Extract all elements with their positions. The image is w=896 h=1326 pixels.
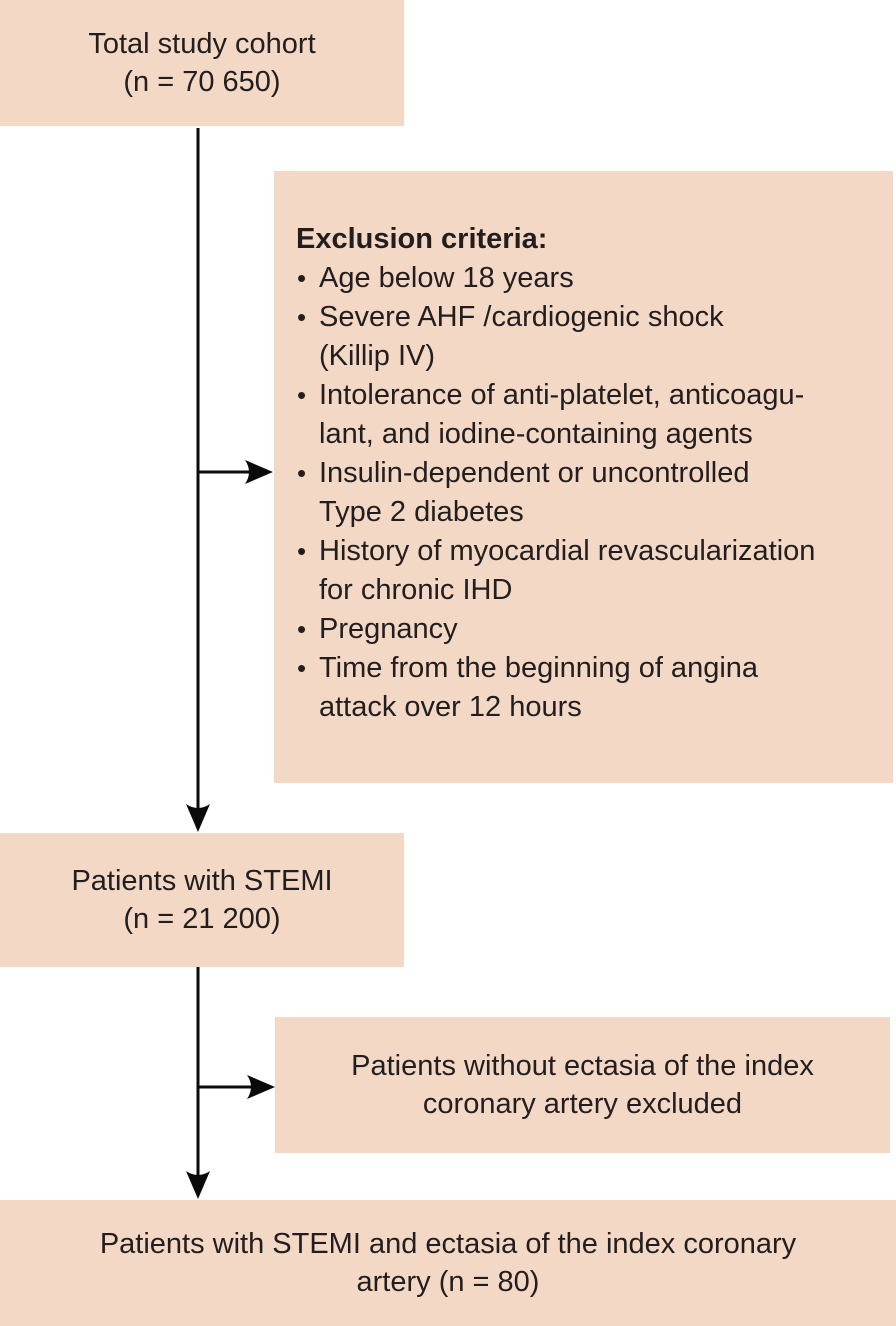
exclusion-item-revascularization: History of myocardial revascularization … — [296, 532, 875, 610]
connector-branch-excluded — [197, 1075, 275, 1099]
exclusion-criteria-list: Age below 18 years Severe AHF /cardiogen… — [296, 259, 875, 727]
connector-branch-exclusion — [197, 460, 273, 484]
arrowhead-right-icon — [247, 1075, 275, 1099]
connector-total-to-stemi — [186, 128, 210, 832]
connector-stemi-to-final — [186, 967, 210, 1199]
exclusion-item-pregnancy: Pregnancy — [296, 610, 875, 649]
exclusion-criteria-heading: Exclusion criteria: — [296, 223, 548, 255]
stemi-label: Patients with STEMI (n = 21 200) — [71, 865, 333, 935]
arrowhead-right-icon — [245, 460, 273, 484]
arrowhead-down-icon — [186, 1171, 210, 1199]
total-cohort-box: Total study cohort (n = 70 650) — [0, 0, 404, 126]
final-cohort-label: Patients with STEMI and ectasia of the i… — [99, 1228, 797, 1298]
total-cohort-label: Total study cohort (n = 70 650) — [88, 28, 316, 98]
exclusion-criteria-box: Exclusion criteria: Age below 18 years S… — [274, 171, 893, 783]
ectasia-excluded-label: Patients without ectasia of the index co… — [351, 1050, 814, 1120]
arrowhead-down-icon — [186, 804, 210, 832]
stemi-box: Patients with STEMI (n = 21 200) — [0, 833, 404, 967]
exclusion-item-ahf-shock: Severe AHF /cardiogenic shock (Killip IV… — [296, 298, 875, 376]
exclusion-item-intolerance: Intolerance of anti-platelet, anticoagu-… — [296, 376, 875, 454]
exclusion-item-angina-time: Time from the beginning of angina attack… — [296, 649, 875, 727]
final-cohort-box: Patients with STEMI and ectasia of the i… — [0, 1200, 896, 1326]
exclusion-item-diabetes: Insulin-dependent or uncontrolled Type 2… — [296, 454, 875, 532]
ectasia-excluded-box: Patients without ectasia of the index co… — [275, 1017, 890, 1153]
exclusion-item-age: Age below 18 years — [296, 259, 875, 298]
